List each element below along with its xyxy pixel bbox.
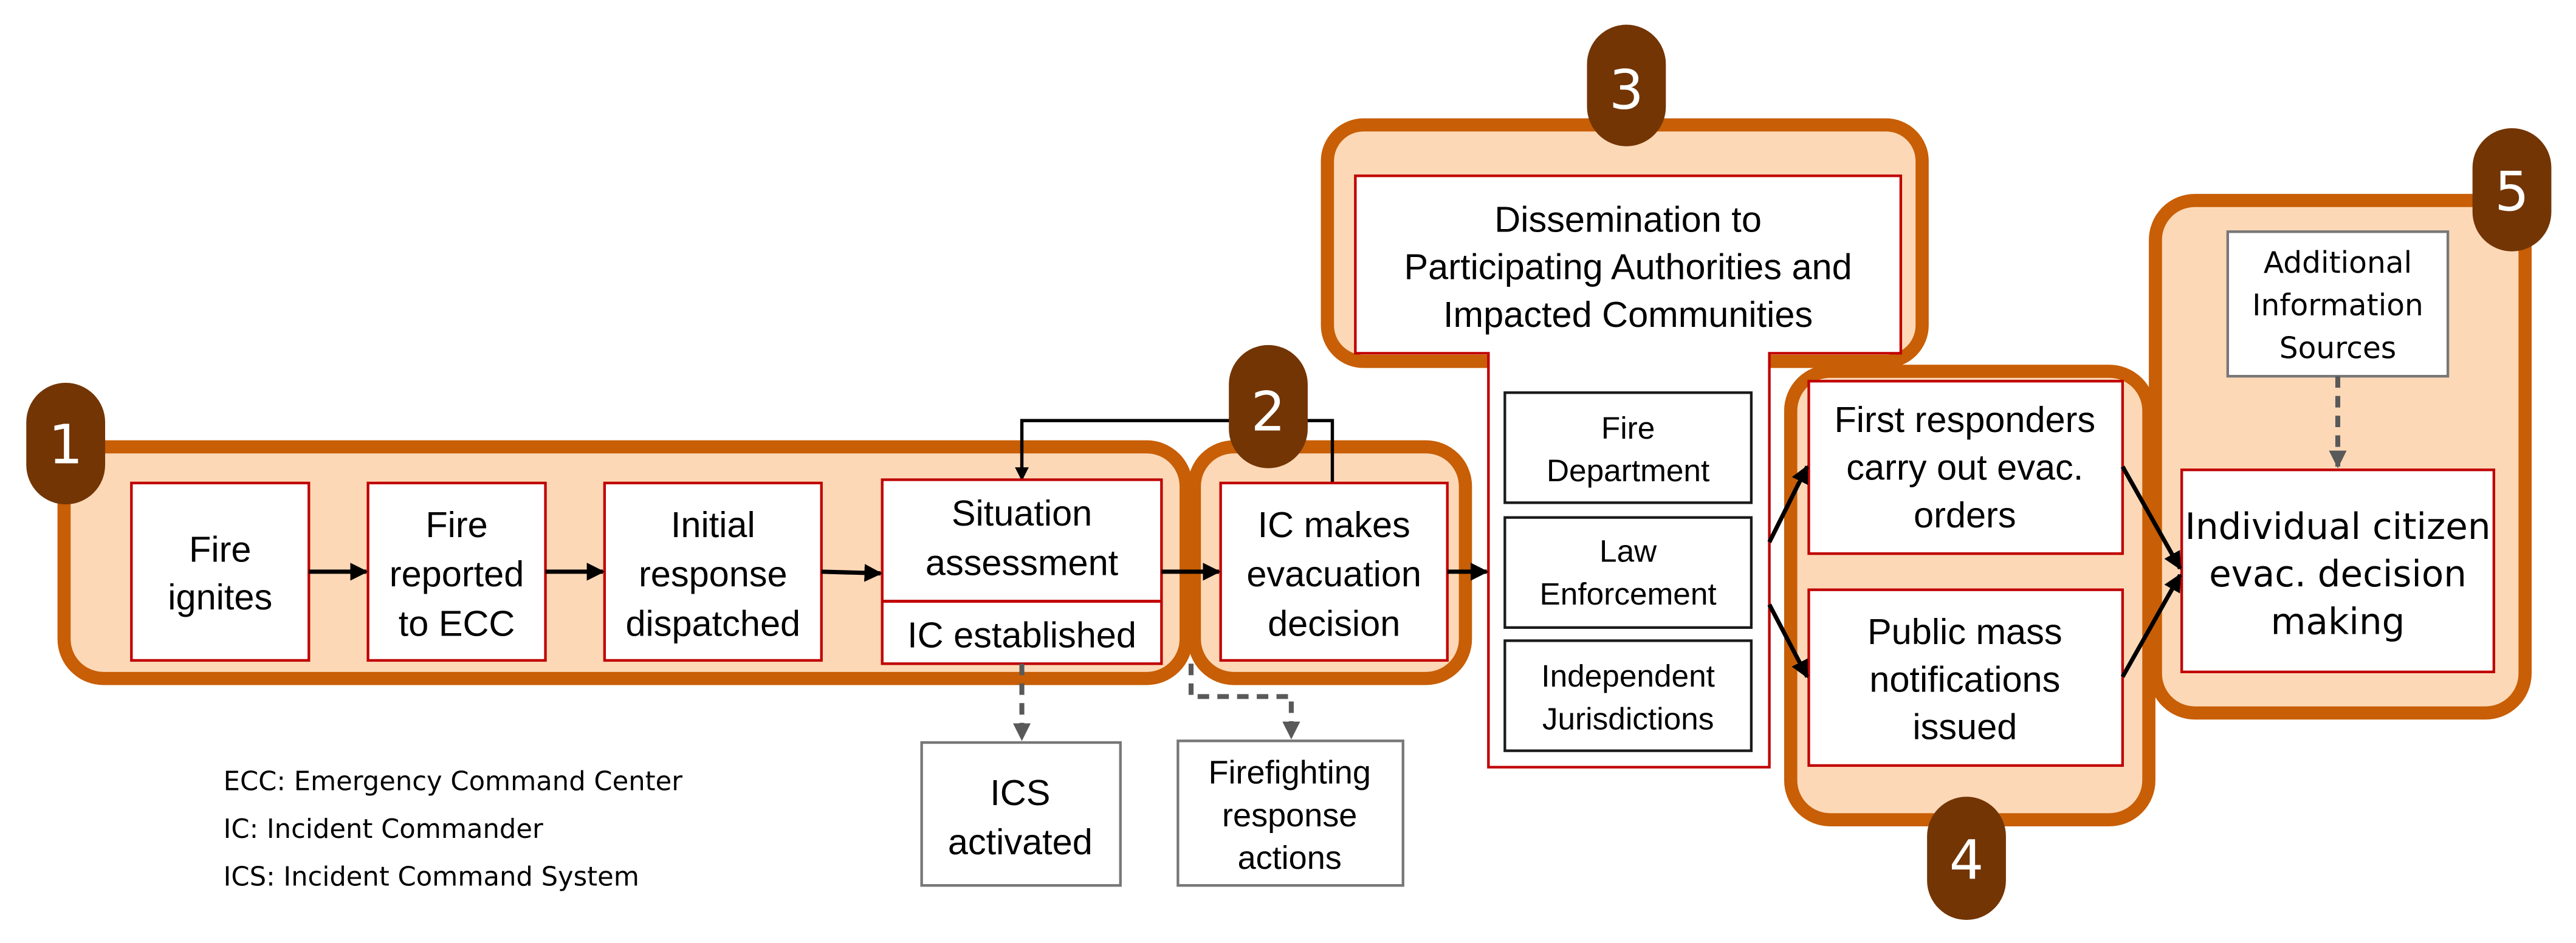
svg-text:evac. decision: evac. decision bbox=[2209, 554, 2467, 595]
svg-text:reported: reported bbox=[390, 554, 524, 594]
svg-text:Additional: Additional bbox=[2264, 246, 2412, 280]
box-independent-jurisdictions: Independent Jurisdictions bbox=[1503, 639, 1753, 752]
svg-text:orders: orders bbox=[1914, 495, 2016, 535]
arrow-initial-to-situation bbox=[821, 564, 882, 582]
svg-text:Law: Law bbox=[1599, 534, 1657, 569]
feedback-arrow bbox=[1015, 419, 1334, 483]
box-first-responders: First responders carry out evac. orders bbox=[1807, 380, 2124, 555]
svg-text:Participating Authorities and: Participating Authorities and bbox=[1404, 247, 1852, 287]
svg-text:Information: Information bbox=[2252, 289, 2423, 323]
svg-text:Fire: Fire bbox=[1601, 411, 1655, 445]
svg-text:IC makes: IC makes bbox=[1258, 504, 1410, 545]
badge-2: 2 bbox=[1229, 345, 1308, 468]
svg-text:1: 1 bbox=[49, 413, 83, 476]
svg-text:Initial: Initial bbox=[671, 504, 755, 545]
box-fire-ignites: Fire ignites bbox=[130, 481, 311, 662]
svg-text:response: response bbox=[1222, 797, 1357, 834]
svg-text:Fire: Fire bbox=[425, 504, 487, 545]
svg-text:response: response bbox=[639, 554, 788, 594]
svg-text:Department: Department bbox=[1547, 453, 1709, 488]
svg-text:Sources: Sources bbox=[2279, 331, 2396, 365]
arrow-dissemination-to-responders bbox=[1767, 465, 1809, 543]
box-additional-info: Additional Information Sources bbox=[2226, 230, 2450, 378]
svg-text:actions: actions bbox=[1238, 840, 1342, 876]
arrow-responders-to-citizen bbox=[2120, 465, 2182, 571]
legend-ics: ICS: Incident Command System bbox=[224, 862, 639, 892]
legend: ECC: Emergency Command Center IC: Incide… bbox=[224, 766, 683, 892]
box-public-notifications: Public mass notifications issued bbox=[1807, 588, 2124, 767]
svg-text:4: 4 bbox=[1949, 829, 1984, 892]
badge-5: 5 bbox=[2472, 128, 2552, 252]
svg-text:Impacted Communities: Impacted Communities bbox=[1443, 294, 1813, 335]
box-situation-assessment: Situation assessment IC established bbox=[881, 478, 1163, 665]
badge-4: 4 bbox=[1927, 797, 2006, 921]
box-citizen-decision: Individual citizen evac. decision making bbox=[2180, 468, 2495, 673]
ic-established-label: IC established bbox=[907, 614, 1136, 655]
svg-text:Individual citizen: Individual citizen bbox=[2185, 506, 2490, 548]
svg-text:evacuation: evacuation bbox=[1246, 554, 1421, 594]
legend-ic: IC: Incident Commander bbox=[224, 814, 543, 845]
svg-text:Firefighting: Firefighting bbox=[1209, 755, 1371, 791]
box-ics-activated: ICS activated bbox=[920, 741, 1122, 887]
svg-text:decision: decision bbox=[1268, 603, 1400, 643]
svg-text:dispatched: dispatched bbox=[625, 603, 800, 643]
box-fire-reported: Fire reported to ECC bbox=[366, 481, 547, 662]
svg-text:Dissemination to: Dissemination to bbox=[1494, 199, 1762, 239]
svg-text:Jurisdictions: Jurisdictions bbox=[1542, 701, 1714, 736]
arrow-dissemination-to-notifications bbox=[1767, 603, 1809, 679]
svg-text:Situation: Situation bbox=[952, 493, 1092, 533]
svg-text:Enforcement: Enforcement bbox=[1540, 577, 1717, 611]
legend-ecc: ECC: Emergency Command Center bbox=[224, 766, 683, 797]
svg-text:to ECC: to ECC bbox=[399, 603, 515, 643]
box-firefighting-actions: Firefighting response actions bbox=[1176, 739, 1404, 887]
box-dissemination: Dissemination to Participating Authoriti… bbox=[1404, 199, 1852, 335]
svg-text:activated: activated bbox=[948, 821, 1093, 862]
box-fire-department: Fire Department bbox=[1503, 391, 1753, 504]
svg-text:Independent: Independent bbox=[1541, 659, 1715, 693]
svg-text:ICS: ICS bbox=[990, 772, 1050, 813]
dashed-arrow-to-firefighting bbox=[1188, 664, 1300, 739]
svg-text:issued: issued bbox=[1912, 707, 2017, 747]
svg-text:carry out evac.: carry out evac. bbox=[1846, 447, 2083, 488]
box-ic-decision: IC makes evacuation decision bbox=[1219, 481, 1449, 662]
svg-text:3: 3 bbox=[1609, 59, 1644, 122]
svg-text:notifications: notifications bbox=[1869, 659, 2060, 699]
badge-1: 1 bbox=[26, 383, 106, 505]
svg-text:First responders: First responders bbox=[1834, 399, 2095, 440]
svg-text:making: making bbox=[2271, 602, 2405, 643]
arrow-notifications-to-citizen bbox=[2120, 573, 2182, 678]
svg-text:Fire: Fire bbox=[189, 529, 251, 570]
svg-text:assessment: assessment bbox=[926, 542, 1119, 583]
svg-text:5: 5 bbox=[2495, 160, 2529, 224]
svg-text:ignites: ignites bbox=[168, 577, 272, 617]
svg-text:2: 2 bbox=[1251, 380, 1286, 444]
box-initial-response: Initial response dispatched bbox=[603, 481, 823, 662]
box-law-enforcement: Law Enforcement bbox=[1503, 516, 1753, 629]
badge-3: 3 bbox=[1587, 24, 1666, 146]
svg-text:Public mass: Public mass bbox=[1867, 611, 2063, 652]
